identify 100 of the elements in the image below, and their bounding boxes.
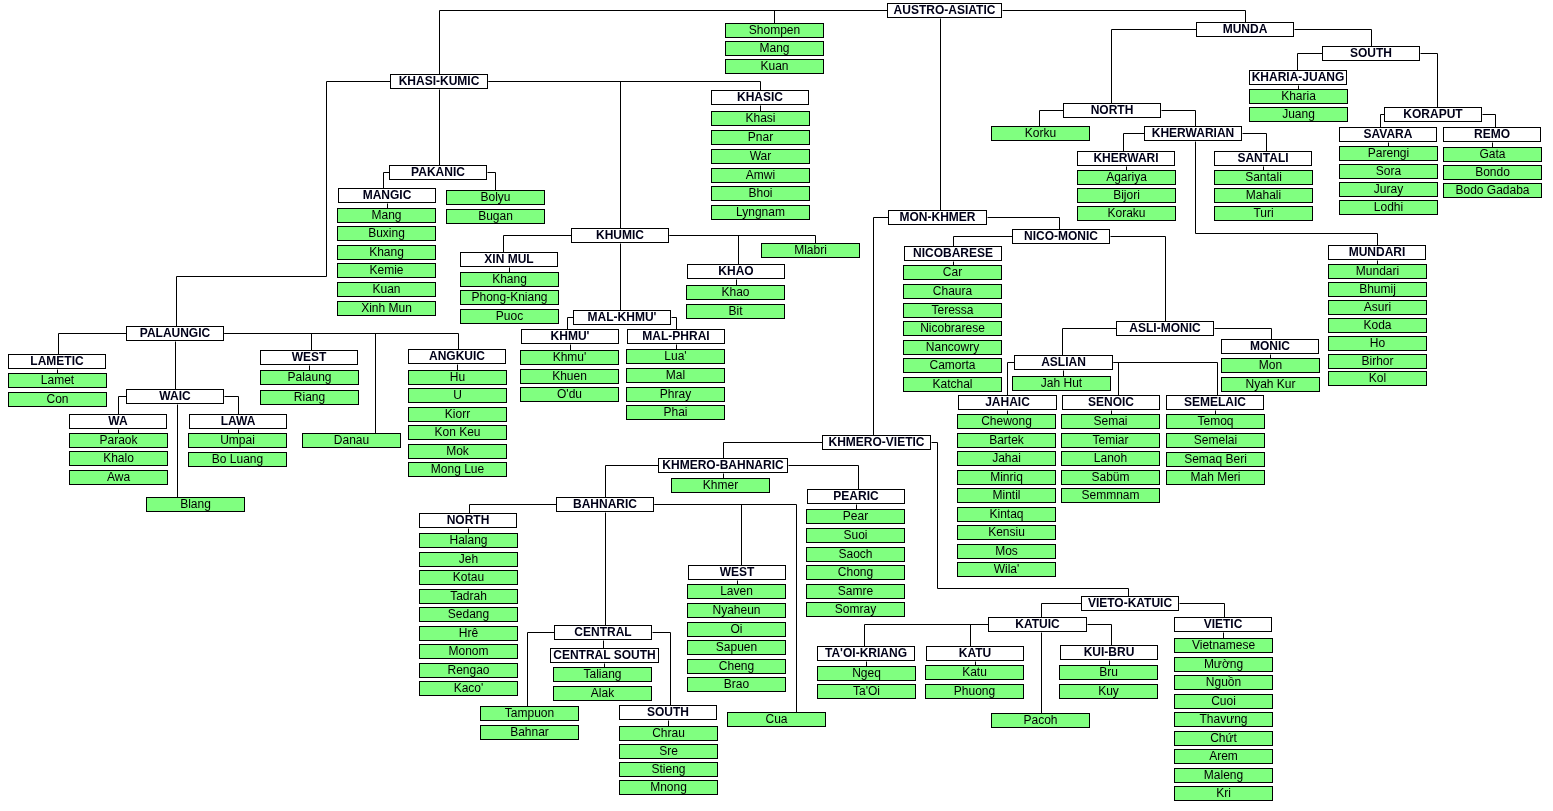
family-box: NORTH [1063, 103, 1161, 118]
language-box: Bo Luang [188, 452, 287, 467]
language-box: Kemie [337, 263, 436, 278]
language-box: U [408, 388, 507, 403]
tree-connector [953, 261, 954, 266]
language-box: Chong [806, 565, 905, 580]
language-box: Bartek [957, 433, 1056, 448]
tree-connector [58, 333, 127, 355]
language-box: Ho [1328, 336, 1427, 351]
language-box: Kon Keu [408, 425, 507, 440]
family-box: KHARIA-JUANG [1249, 70, 1347, 85]
language-box: Mang [337, 208, 436, 223]
tree-connector [1007, 362, 1015, 396]
language-box: Sedang [419, 607, 518, 622]
language-box: Birhor [1328, 354, 1427, 369]
language-box: Minriq [957, 470, 1056, 485]
family-box: SAVARA [1339, 127, 1437, 142]
family-box: KUI-BRU [1060, 645, 1158, 660]
tree-connector [1195, 141, 1378, 246]
language-box: Mok [408, 444, 507, 459]
language-box: Mnong [619, 780, 718, 795]
language-box: Suoi [806, 528, 905, 543]
family-box: CENTRAL [554, 625, 652, 640]
tree-connector [987, 217, 1060, 230]
language-box: Shompen [725, 23, 824, 38]
language-box: Khuen [520, 369, 619, 384]
family-box: VIETO-KATUIC [1081, 596, 1179, 611]
language-box: Bodo Gadaba [1443, 183, 1542, 198]
tree-connector [866, 661, 867, 667]
tree-connector [439, 89, 440, 166]
language-box: Cua [727, 712, 826, 727]
language-box: Juang [1249, 107, 1348, 122]
family-box: KHERWARIAN [1144, 126, 1242, 141]
language-box: Mlabri [761, 243, 860, 258]
language-box: Mahali [1214, 188, 1313, 203]
language-box: Kuan [725, 59, 824, 74]
family-box: BAHNARIC [556, 497, 654, 512]
tree-connector [1270, 354, 1271, 359]
family-box: LAMETIC [8, 354, 106, 369]
language-box: Kuy [1059, 684, 1158, 699]
language-box: Cuoi [1174, 694, 1273, 709]
language-box: Stieng [619, 762, 718, 777]
language-box: Semaq Beri [1166, 452, 1265, 467]
family-box: KHASIC [711, 90, 809, 105]
tree-connector [970, 624, 989, 647]
tree-connector [1223, 632, 1224, 639]
family-box: VIETIC [1174, 617, 1272, 632]
language-box: Ngeq [817, 666, 916, 681]
family-box: MAL-KHMU' [573, 310, 671, 325]
tree-connector [1492, 142, 1493, 148]
language-box: Nancowry [903, 340, 1002, 355]
language-box: Pnar [711, 130, 810, 145]
language-box: Semmnam [1061, 488, 1160, 503]
tree-connector [469, 504, 557, 514]
tree-connector [177, 404, 178, 498]
language-box: Kol [1328, 371, 1427, 386]
family-box: SEMELAIC [1166, 395, 1264, 410]
language-box: Car [903, 265, 1002, 280]
family-box: KATUIC [988, 617, 1087, 632]
tree-connector [1113, 362, 1218, 396]
tree-connector [760, 105, 761, 112]
tree-connector [1002, 10, 1246, 23]
tree-connector [668, 720, 669, 727]
tree-connector [940, 18, 941, 211]
tree-connector [652, 632, 671, 706]
family-box: TA'OI-KRIANG [817, 646, 915, 661]
tree-connector [953, 236, 1013, 247]
language-box: Teressa [903, 303, 1002, 318]
family-box: JAHAIC [958, 395, 1057, 410]
tree-connector [383, 172, 390, 189]
tree-connector [503, 235, 572, 253]
tree-connector [118, 429, 119, 434]
family-box: WEST [688, 565, 786, 580]
language-box: Mal [626, 368, 725, 383]
language-box: Kiorr [408, 407, 507, 422]
language-box: Chứt [1174, 731, 1273, 746]
tree-connector [309, 365, 310, 371]
family-box: PEARIC [807, 489, 905, 504]
language-box: Con [8, 392, 107, 407]
tree-connector [224, 333, 459, 350]
tree-connector [1109, 660, 1110, 666]
tree-connector [175, 341, 176, 390]
tree-connector [671, 317, 677, 330]
family-box: REMO [1443, 127, 1541, 142]
tree-connector [1388, 142, 1389, 147]
language-box: Tadrah [419, 589, 518, 604]
tree-connector [457, 364, 458, 371]
tree-connector [1041, 603, 1082, 618]
language-box: Tampuon [480, 706, 579, 721]
tree-connector [1087, 624, 1112, 646]
language-box: Brao [687, 677, 786, 692]
tree-connector [1179, 603, 1225, 618]
family-box: SOUTH [1322, 46, 1420, 61]
tree-connector [509, 267, 510, 273]
language-box: Jah Hut [1012, 376, 1111, 391]
language-box: Xinh Mun [337, 301, 436, 316]
tree-connector [1111, 410, 1112, 415]
language-box: Arem [1174, 749, 1273, 764]
family-box: PALAUNGIC [126, 326, 224, 341]
tree-connector [1377, 260, 1378, 265]
